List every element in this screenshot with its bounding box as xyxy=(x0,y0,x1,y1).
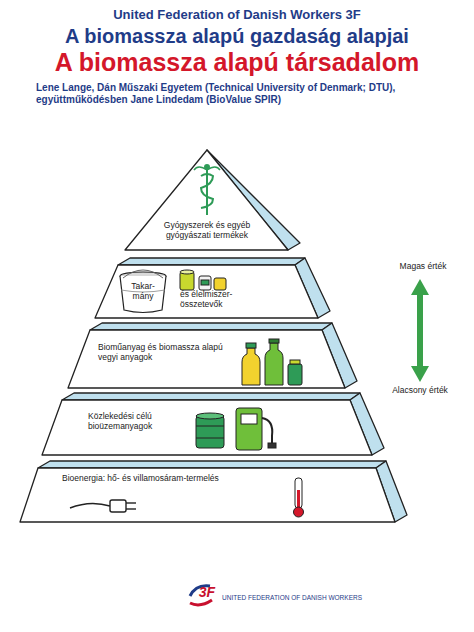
pyramid-level: Bioműanyag és biomassza alapú vegyi anya… xyxy=(98,343,232,383)
level-text: Bioenergia: hő- és villamosáram-termelés xyxy=(62,474,288,484)
organisation-heading: United Federation of Danish Workers 3F xyxy=(10,8,464,23)
level-text: Takar- mány xyxy=(126,282,160,302)
subtitle: A biomassza alapú gazdaság alapjai xyxy=(10,25,464,48)
pyramid-level: Gyógyszerek és egyéb gyógyászati terméke… xyxy=(150,221,264,249)
main-title: A biomassza alapú társadalom xyxy=(10,48,464,77)
level-text: Bioműanyag és biomassza alapú vegyi anya… xyxy=(98,343,232,363)
value-arrow xyxy=(411,279,429,382)
axis-label: Alacsony érték xyxy=(392,386,448,396)
pyramid-level: Bioenergia: hő- és villamosáram-termelés xyxy=(62,474,288,490)
logo-text: 3F xyxy=(196,584,218,600)
axis-label: Magas érték xyxy=(390,262,456,272)
author-line: Lene Lange, Dán Műszaki Egyetem (Technic… xyxy=(36,82,446,105)
level-text: Közlekedési célú bioüzemanyagok xyxy=(88,412,190,432)
level-text: és élelmiszer- összetevők xyxy=(180,290,254,310)
level-text: Gyógyszerek és egyéb gyógyászati terméke… xyxy=(150,221,264,241)
logo-caption: UNITED FEDERATION OF DANISH WORKERS xyxy=(222,594,402,601)
pyramid-level: Takar- mány és élelmiszer- összetevők xyxy=(108,270,298,316)
pyramid-level: Közlekedési célú bioüzemanyagok xyxy=(88,412,190,444)
